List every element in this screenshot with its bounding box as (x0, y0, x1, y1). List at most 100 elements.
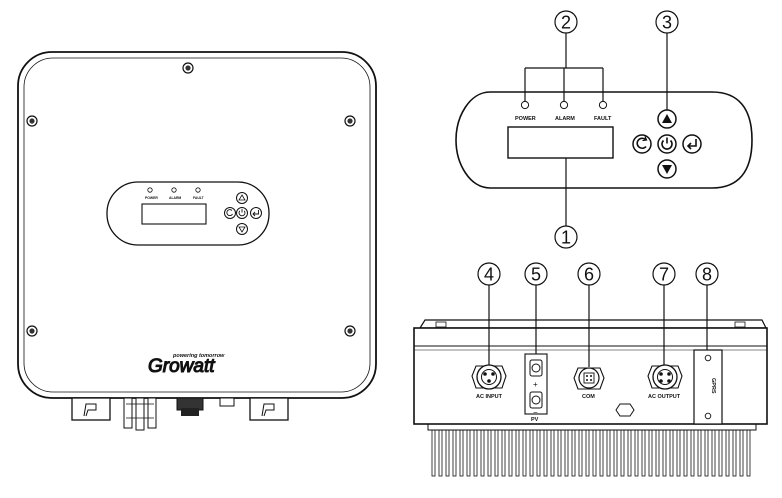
svg-text:2: 2 (561, 13, 571, 33)
back-icon (636, 137, 647, 150)
front-led-fault (195, 187, 201, 193)
heatsink-fin (543, 427, 548, 477)
callout-8: 8 (695, 262, 719, 286)
led-label-power: POWER (515, 116, 536, 122)
heatsink-fin (725, 427, 730, 477)
pv-minus-label: − (533, 408, 538, 417)
inverter-front-view: POWER ALARM FAULT (17, 51, 377, 431)
front-power-button[interactable] (236, 207, 248, 219)
heatsink-fin (641, 427, 646, 477)
heatsink-fin (571, 427, 576, 477)
heatsink-fin (438, 427, 443, 477)
heatsink-fin (585, 427, 590, 477)
heatsink-fin (662, 427, 667, 477)
callout-leaders-panel (524, 33, 668, 226)
mounting-bracket-left (71, 397, 111, 421)
led-power (520, 100, 530, 110)
led-label-alarm: ALARM (555, 116, 575, 122)
pv-port: + − PV (524, 353, 548, 423)
ac-input-port: AC INPUT (471, 364, 507, 400)
down-arrow-button[interactable] (657, 159, 677, 179)
ac-output-port: AC OUTPUT (647, 364, 683, 400)
heatsink-fin (522, 427, 527, 477)
com-port: COM (573, 367, 605, 400)
heatsink-fin (620, 427, 625, 477)
heatsink-fin (606, 427, 611, 477)
power-button[interactable] (657, 134, 677, 154)
heatsink-fin (466, 427, 471, 477)
heatsink-fin (634, 427, 639, 477)
enter-icon (686, 139, 697, 150)
front-led-power (147, 187, 153, 193)
up-arrow-button[interactable] (657, 109, 677, 129)
front-back-button[interactable] (224, 207, 236, 219)
front-display-panel: POWER ALARM FAULT (106, 181, 270, 246)
heatsink-fin (550, 427, 555, 477)
heatsink-fin (515, 427, 520, 477)
callout-6: 6 (577, 262, 601, 286)
heatsink-fin (648, 427, 653, 477)
heatsink-fin (669, 427, 674, 477)
heatsink-fin (459, 427, 464, 477)
led-label-fault: FAULT (594, 116, 612, 122)
heatsink-fin (683, 427, 688, 477)
heatsink-fin (676, 427, 681, 477)
heatsink-fin (480, 427, 485, 477)
svg-text:7: 7 (659, 265, 669, 285)
ac-output-label: AC OUTPUT (648, 394, 681, 400)
front-down-button[interactable] (236, 223, 248, 235)
front-lcd-screen (141, 203, 207, 225)
heatsink-fin (529, 427, 534, 477)
heatsink-fin (557, 427, 562, 477)
screw-upper-left-icon (26, 115, 38, 127)
gprs-port: GPRS (693, 349, 723, 425)
led-alarm (559, 100, 569, 110)
enter-button[interactable] (682, 134, 702, 154)
heatsink-fin (592, 427, 597, 477)
com-label: COM (582, 394, 595, 400)
vent-plug (615, 403, 635, 417)
heatsink-fin (599, 427, 604, 477)
heatsink-fin (452, 427, 457, 477)
inverter-bottom-view: AC INPUT + − PV COM (413, 285, 768, 477)
heatsink-fin (536, 427, 541, 477)
down-arrow-icon (662, 165, 672, 174)
front-enter-button[interactable] (250, 207, 262, 219)
screw-upper-right-icon (344, 115, 356, 127)
heatsink-fin (718, 427, 723, 477)
display-panel-closeup: POWER ALARM FAULT (455, 33, 753, 226)
heatsink-fin (690, 427, 695, 477)
callout-4: 4 (477, 262, 501, 286)
heatsink-fin (508, 427, 513, 477)
heatsink-fin (704, 427, 709, 477)
heatsink-fin (564, 427, 569, 477)
heatsink-fin (473, 427, 478, 477)
heatsink-fin (445, 427, 450, 477)
front-led-label-alarm: ALARM (169, 196, 181, 200)
gprs-label: GPRS (710, 378, 716, 394)
svg-text:4: 4 (484, 265, 494, 285)
svg-text:5: 5 (531, 265, 541, 285)
heatsink-fin (711, 427, 716, 477)
brand-name: Growatt (148, 356, 215, 377)
mounting-bracket-right (249, 397, 289, 421)
front-up-button[interactable] (236, 192, 248, 204)
callout-leaders-bottom (488, 285, 708, 367)
heatsink-fin (494, 427, 499, 477)
svg-text:6: 6 (584, 265, 594, 285)
heatsink-fin (739, 427, 744, 477)
heatsink-fin (578, 427, 583, 477)
pv-plus-label: + (533, 380, 538, 389)
led-fault (598, 100, 608, 110)
callout-2: 2 (554, 10, 578, 34)
svg-text:8: 8 (702, 265, 712, 285)
front-com-connector (176, 397, 204, 416)
up-arrow-icon (662, 114, 672, 123)
lcd-screen (507, 126, 614, 159)
callout-5: 5 (524, 262, 548, 286)
svg-text:1: 1 (561, 228, 571, 248)
heatsink-fin (746, 427, 751, 477)
ac-input-label: AC INPUT (476, 394, 503, 400)
back-button[interactable] (632, 134, 652, 154)
